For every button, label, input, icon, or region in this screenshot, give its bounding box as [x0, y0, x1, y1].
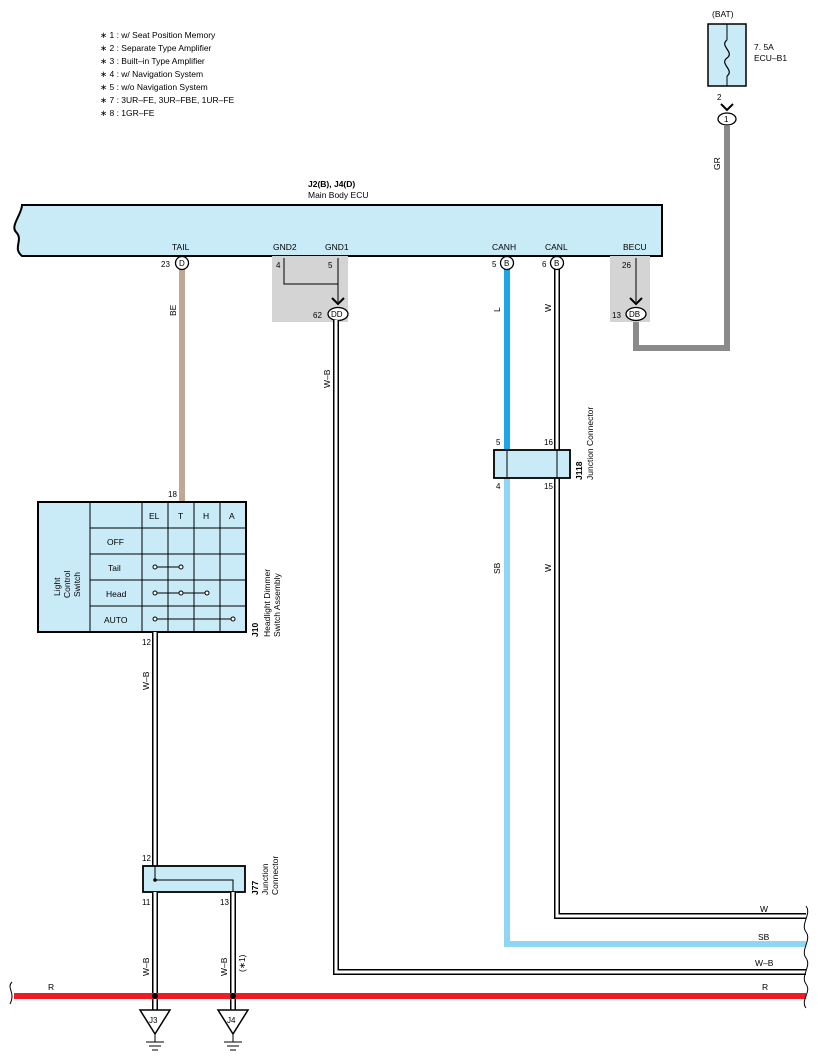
svg-text:(∗1): (∗1): [237, 954, 247, 972]
connector-tail: [174, 255, 190, 271]
svg-text:W: W: [543, 304, 553, 312]
terminal-becu: BECU: [623, 242, 647, 252]
svg-text:J3: J3: [149, 1016, 158, 1025]
wire-gr: [633, 126, 730, 351]
j10-headlight-dimmer-switch: 18 EL T H A OFF Tail Head AUTO Light: [37, 490, 282, 647]
svg-text:W–B: W–B: [141, 671, 151, 690]
svg-text:Connector: Connector: [270, 856, 280, 895]
svg-text:DD: DD: [331, 310, 343, 319]
terminal-gnd1: GND1: [325, 242, 349, 252]
svg-text:1: 1: [724, 115, 729, 124]
note-5: ∗ 5 : w/o Navigation System: [100, 82, 208, 92]
fuse-source-label: (BAT): [712, 9, 734, 19]
svg-text:62: 62: [313, 311, 322, 320]
svg-text:18: 18: [168, 490, 177, 499]
svg-text:SB: SB: [492, 562, 502, 574]
svg-text:Switch Assembly: Switch Assembly: [272, 572, 282, 637]
svg-text:5: 5: [496, 438, 501, 447]
j118-id: J118: [574, 461, 584, 480]
fuse-rating: 7. 5A: [754, 42, 774, 52]
connector-db: [625, 306, 647, 322]
col-t: T: [178, 511, 183, 521]
note-2: ∗ 2 : Separate Type Amplifier: [100, 43, 212, 53]
wire-w-lower: [555, 478, 806, 918]
svg-text:15: 15: [544, 482, 553, 491]
svg-text:D: D: [179, 259, 185, 268]
ground-j4: J4: [216, 1009, 250, 1051]
connector-canl: [549, 255, 565, 271]
svg-text:J4: J4: [227, 1016, 236, 1025]
edge-label-w: W: [760, 904, 768, 914]
wire-wb-ecu: [334, 320, 806, 974]
svg-text:W: W: [543, 564, 553, 572]
terminal-canh: CANH: [492, 242, 516, 252]
ground-j3: J3: [138, 1009, 172, 1051]
row-off: OFF: [107, 537, 124, 547]
svg-text:Switch: Switch: [72, 572, 82, 597]
svg-text:W–B: W–B: [141, 957, 151, 976]
svg-text:4: 4: [276, 261, 281, 270]
j118-junction-connector: 5 16 4 15 J118 Junction Connector: [493, 407, 595, 491]
svg-text:Junction: Junction: [260, 863, 270, 895]
terminal-gnd2: GND2: [273, 242, 297, 252]
terminal-tail: TAIL: [172, 242, 190, 252]
svg-text:Light: Light: [52, 577, 62, 596]
svg-text:Control: Control: [62, 570, 72, 598]
fuse-ecu-b1: (BAT) 7. 5A ECU–B1 2 1: [707, 9, 787, 126]
note-4: ∗ 4 : w/ Navigation System: [100, 69, 203, 79]
row-tail: Tail: [108, 563, 121, 573]
svg-text:13: 13: [612, 311, 621, 320]
j118-name: Junction Connector: [585, 407, 595, 480]
row-auto: AUTO: [104, 615, 128, 625]
fuse-pin: 2: [717, 93, 722, 102]
edge-label-wb: W–B: [755, 958, 774, 968]
j77-junction-connector: 12 11 13 J77 Junction Connector: [142, 854, 280, 907]
svg-text:13: 13: [220, 898, 229, 907]
svg-text:B: B: [504, 259, 509, 268]
fuse-name: ECU–B1: [754, 53, 787, 63]
note-3: ∗ 3 : Built–in Type Amplifier: [100, 56, 205, 66]
svg-text:R: R: [48, 982, 54, 992]
main-body-ecu-box: [13, 204, 663, 257]
svg-text:6: 6: [542, 260, 547, 269]
fuse-connector: [717, 112, 737, 126]
note-8: ∗ 8 : 1GR–FE: [100, 108, 155, 118]
svg-text:5: 5: [328, 261, 333, 270]
row-head: Head: [106, 589, 127, 599]
svg-text:12: 12: [142, 854, 151, 863]
svg-text:B: B: [554, 259, 559, 268]
svg-text:11: 11: [142, 898, 151, 907]
svg-text:W–B: W–B: [322, 369, 332, 388]
fuse-icon: [724, 39, 730, 77]
ecu-name: Main Body ECU: [308, 190, 368, 200]
right-edge-break: W SB W–B R: [755, 904, 809, 1009]
col-el: EL: [149, 511, 160, 521]
ecu-connectors: J2(B), J4(D): [308, 179, 355, 189]
note-7: ∗ 7 : 3UR–FE, 3UR–FBE, 1UR–FE: [100, 95, 235, 105]
edge-label-sb: SB: [758, 932, 770, 942]
svg-text:L: L: [492, 307, 502, 312]
svg-text:16: 16: [544, 438, 553, 447]
col-a: A: [229, 511, 235, 521]
wire-gr-label: GR: [712, 157, 722, 170]
svg-text:Headlight Dimmer: Headlight Dimmer: [262, 569, 272, 637]
svg-text:26: 26: [622, 261, 631, 270]
wire-sb: [504, 478, 806, 947]
svg-text:DB: DB: [629, 310, 640, 319]
terminal-canl: CANL: [545, 242, 568, 252]
notes-list: ∗ 1 : w/ Seat Position Memory ∗ 2 : Sepa…: [100, 30, 235, 118]
edge-label-r: R: [762, 982, 768, 992]
note-1: ∗ 1 : w/ Seat Position Memory: [100, 30, 216, 40]
svg-text:BE: BE: [168, 304, 178, 316]
j10-id: J10: [250, 623, 260, 637]
svg-text:4: 4: [496, 482, 501, 491]
svg-text:5: 5: [492, 260, 497, 269]
j77-id: J77: [250, 881, 260, 895]
svg-text:W–B: W–B: [219, 957, 229, 976]
col-h: H: [203, 511, 209, 521]
svg-text:12: 12: [142, 638, 151, 647]
connector-canh: [499, 255, 515, 271]
svg-text:23: 23: [161, 260, 170, 269]
